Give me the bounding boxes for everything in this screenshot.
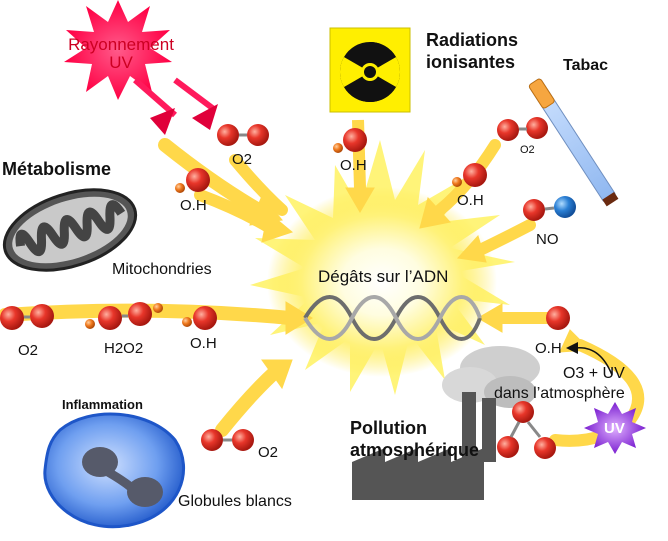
pollution-label-line2: atmosphérique <box>350 439 480 460</box>
hydroxyl-molecule <box>175 168 210 193</box>
radiation-label-line2: ionisantes <box>426 51 516 72</box>
superoxide-molecule <box>201 429 254 451</box>
radiation-label-line1: Radiations <box>426 30 519 50</box>
oh-label-tobacco: O.H <box>457 192 484 209</box>
no-label: NO <box>536 231 559 248</box>
mitochondrion-icon <box>2 188 138 272</box>
cigarette-icon <box>528 78 619 207</box>
ozone-label-line2: dans l’atmosphère <box>494 385 625 402</box>
mitochondria-label: Mitochondries <box>112 261 212 278</box>
peroxide-molecule <box>85 302 163 330</box>
ozone-label: O3 + UV dans l’atmosphère <box>494 364 625 404</box>
oh-label-uv: O.H <box>180 197 207 214</box>
pollution-label: Pollution atmosphérique <box>350 418 479 461</box>
factory-icon <box>352 346 540 500</box>
oh-label-radiation: O.H <box>340 157 367 174</box>
superoxide-molecule <box>497 117 548 141</box>
ozone-arrow <box>574 347 613 376</box>
uv-label-line2: UV <box>109 52 133 72</box>
pollution-label-line1: Pollution <box>350 418 427 438</box>
hydroxyl-molecule <box>452 163 487 187</box>
radiation-label: Radiations ionisantes <box>426 30 518 73</box>
hydroxyl-molecule <box>546 306 570 330</box>
uv-badge-label: UV <box>604 420 625 437</box>
hydroxyl-molecule <box>333 128 367 153</box>
o2-label-left: O2 <box>18 342 39 359</box>
inflammation-label: Inflammation <box>62 397 143 412</box>
tobacco-label: Tabac <box>563 57 609 74</box>
dna-damage-label: Dégâts sur l’ADN <box>318 267 449 286</box>
oh-label-pollution: O.H <box>535 340 562 357</box>
ozone-molecule <box>497 401 556 459</box>
o2-label-inflammation: O2 <box>258 444 279 461</box>
hydroxyl-molecule <box>182 306 217 330</box>
metabolism-label: Métabolisme <box>2 159 112 179</box>
radiation-icon <box>329 27 411 113</box>
uv-star-icon <box>64 0 218 135</box>
arrows <box>0 119 645 447</box>
white-blood-cell-icon <box>43 412 185 529</box>
oh-label-left: O.H <box>190 335 217 352</box>
dna-helix-icon <box>303 295 482 341</box>
o2-label-tobacco: O2 <box>520 144 535 156</box>
ozone-arrowhead <box>566 342 578 354</box>
h2o2-label: H2O2 <box>104 340 144 357</box>
nitric-oxide-molecule <box>523 196 576 221</box>
o2-label-uv: O2 <box>232 151 253 168</box>
uv-badge-icon <box>584 402 646 454</box>
molecules <box>0 117 576 459</box>
ozone-label-line1: O3 + UV <box>562 365 625 382</box>
superoxide-molecule <box>0 304 54 330</box>
superoxide-molecule <box>217 124 269 146</box>
white-blood-cells-label: Globules blancs <box>178 493 292 510</box>
uv-label: Rayonnement UV <box>60 36 182 72</box>
uv-label-line1: Rayonnement <box>68 35 174 54</box>
